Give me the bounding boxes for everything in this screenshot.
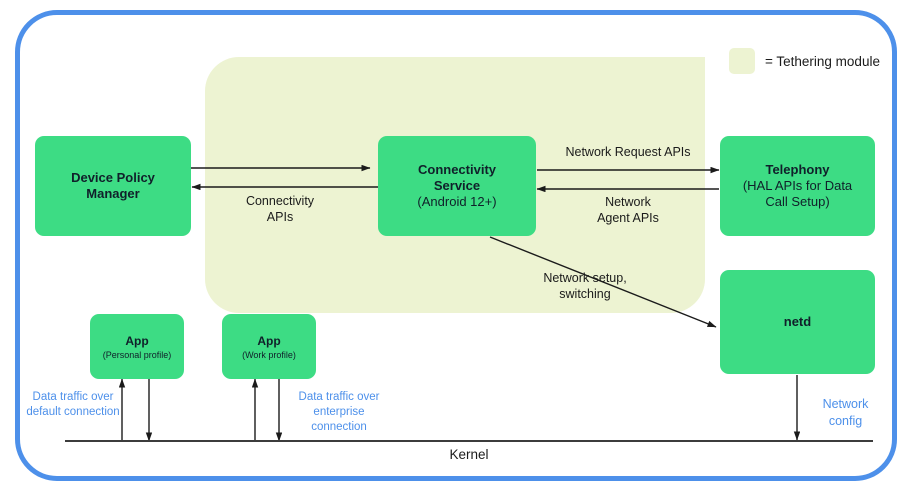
node-telephony[interactable]: Telephony (HAL APIs for Data Call Setup)	[720, 136, 875, 236]
legend-label: = Tethering module	[765, 53, 880, 69]
node-title: Connectivity	[417, 162, 496, 177]
node-app-personal-profile[interactable]: App (Personal profile)	[90, 314, 184, 379]
node-title: App	[125, 333, 149, 348]
edge-label-network-request-apis: Network Request APIs	[565, 145, 691, 159]
edge-label-network-setup-switching: Network setup, switching	[543, 271, 627, 301]
node-subtitle: (Android 12+)	[417, 194, 497, 209]
node-connectivity-service[interactable]: Connectivity Service (Android 12+)	[378, 136, 536, 236]
node-title: Telephony	[765, 162, 830, 177]
legend: = Tethering module	[729, 48, 880, 74]
node-app-work-profile[interactable]: App (Work profile)	[222, 314, 316, 379]
node-netd[interactable]: netd	[720, 270, 875, 374]
node-title: Device Policy	[71, 170, 155, 185]
edge-label-network-agent-apis: Network Agent APIs	[597, 195, 659, 225]
node-subtitle: (HAL APIs for Data Call Setup)	[742, 178, 853, 209]
node-subtitle: (Work profile)	[242, 349, 296, 360]
edge-label-data-traffic-enterprise: Data traffic over enterprise connection	[298, 391, 380, 433]
node-title-line2: Service	[433, 178, 481, 193]
node-title-line2: Manager	[86, 186, 140, 201]
edge-label-data-traffic-default: Data traffic over default connection	[26, 391, 120, 418]
node-device-policy-manager[interactable]: Device Policy Manager	[35, 136, 191, 236]
outer-frame	[15, 10, 897, 481]
node-subtitle: (Personal profile)	[102, 349, 172, 360]
edge-connectivity-to-netd	[489, 236, 717, 328]
node-title: App	[257, 333, 281, 348]
edge-label-connectivity-apis: Connectivity APIs	[245, 194, 315, 224]
kernel-divider	[65, 440, 873, 442]
node-title: netd	[783, 314, 812, 329]
legend-swatch-tethering	[729, 48, 755, 74]
edge-label-network-config: Network config	[822, 397, 869, 428]
kernel-label: Kernel	[449, 447, 489, 462]
